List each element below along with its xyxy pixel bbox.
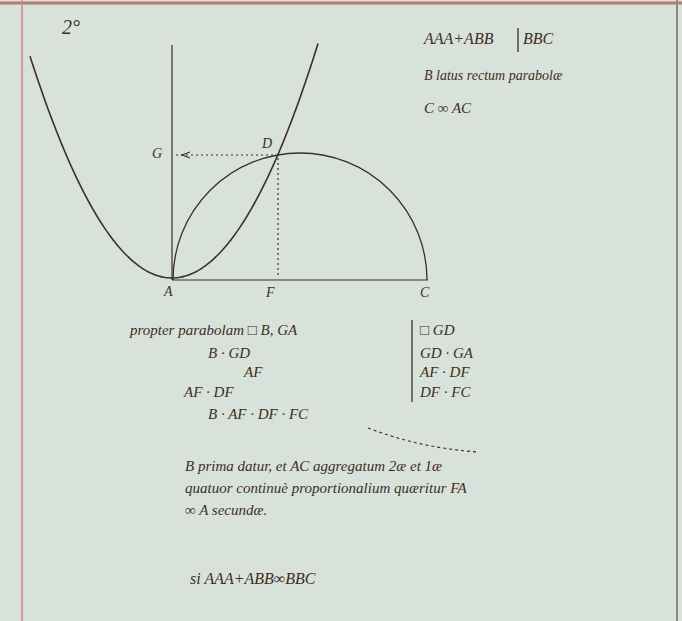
table-divider: [411, 320, 412, 402]
proportion-text: DF · FC: [420, 384, 470, 401]
semicircle: [173, 153, 427, 280]
equation-text: AAA+ABB: [424, 30, 493, 48]
page-top-rule: [0, 2, 682, 5]
parabola-curve: [30, 44, 318, 279]
proportion-text: GD · GA: [420, 345, 473, 362]
link-curve: [368, 428, 478, 452]
proportion-text: propter parabolam □ B, GA: [130, 322, 297, 339]
point-label: F: [266, 285, 275, 300]
note-text: C ∞ AC: [424, 100, 471, 117]
page-edge: [676, 0, 678, 621]
equation-divider: [517, 28, 518, 52]
proportion-text: B · AF · DF · FC: [208, 406, 308, 423]
proportion-text: AF: [244, 364, 262, 381]
note-text: quatuor continuè proportionalium quæritu…: [185, 480, 467, 497]
proportion-text: AF · DF: [420, 364, 470, 381]
point-label: G: [152, 146, 162, 161]
equation-text: si AAA+ABB∞BBC: [190, 570, 315, 588]
proportion-text: AF · DF: [184, 384, 234, 401]
point-label: A: [164, 284, 173, 299]
proportion-text: □ GD: [420, 322, 454, 339]
point-label: C: [420, 285, 429, 300]
base-line: [172, 279, 428, 280]
axis-line: [171, 45, 172, 280]
ordinate-gd: [176, 154, 274, 155]
equation-text: BBC: [523, 30, 553, 48]
margin-rule: [21, 0, 23, 621]
point-label: D: [262, 136, 272, 151]
note-text: B latus rectum parabolæ: [424, 68, 562, 83]
note-text: B prima datur, et AC aggregatum 2æ et 1æ: [185, 458, 442, 475]
proportion-text: B · GD: [208, 345, 250, 362]
arrow-mark: [182, 152, 190, 158]
ordinate-df: [277, 158, 278, 278]
figure-number: 2°: [62, 16, 80, 38]
note-text: ∞ A secundæ.: [185, 502, 267, 519]
